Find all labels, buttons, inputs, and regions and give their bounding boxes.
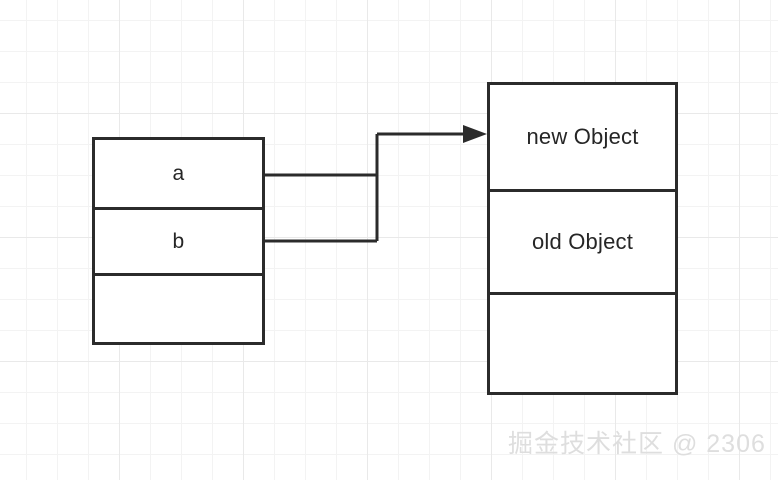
heap-object-table[interactable]: new Object old Object — [487, 82, 678, 395]
heap-row-empty[interactable] — [490, 292, 675, 392]
watermark-text: 掘金技术社区 @ 2306 — [508, 430, 766, 458]
heap-row-new-object[interactable]: new Object — [526, 124, 639, 149]
variable-row-empty[interactable] — [95, 273, 262, 342]
variable-row-b[interactable]: b — [95, 207, 262, 273]
heap-row-old-object[interactable]: old Object — [490, 189, 675, 292]
variable-row-a[interactable]: a — [172, 161, 185, 185]
variable-table[interactable]: a b — [92, 137, 265, 345]
